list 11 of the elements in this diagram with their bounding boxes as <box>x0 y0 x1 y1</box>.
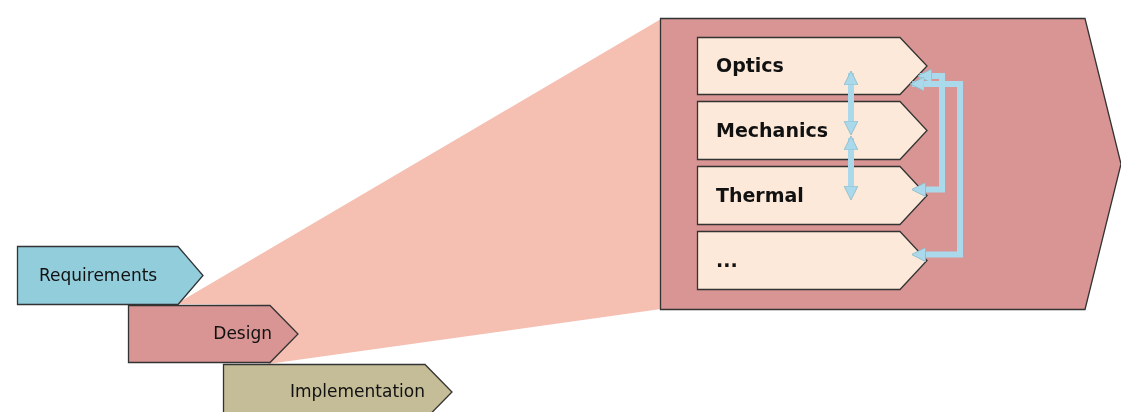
discipline-label: Thermal <box>716 183 804 206</box>
double-arrow <box>843 70 859 136</box>
phase-label: Design <box>213 323 272 344</box>
discipline-label: ... <box>716 248 738 271</box>
phase-label: Requirements <box>39 264 158 285</box>
phase-label: Implementation <box>290 381 425 402</box>
double-arrow <box>909 76 963 262</box>
discipline-label: Optics <box>716 54 784 77</box>
double-arrow <box>911 68 945 197</box>
double-arrow <box>843 135 859 201</box>
discipline-label: Mechanics <box>716 118 828 141</box>
